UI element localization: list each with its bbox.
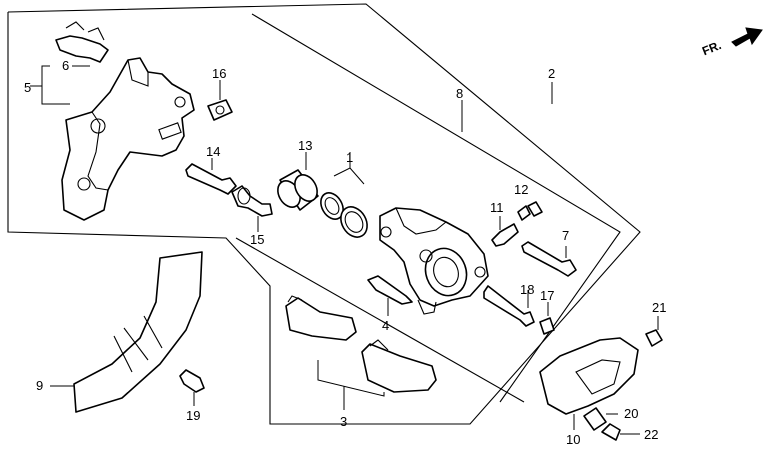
assembly-outline-2 <box>7 3 641 425</box>
callout-21: 21 <box>652 300 666 315</box>
part-bleeder-cap <box>207 80 233 121</box>
callout-3-bracket <box>317 360 385 410</box>
callout-13: 13 <box>298 138 312 153</box>
part-caliper-body <box>379 207 489 315</box>
part-caliper-guard <box>539 337 639 430</box>
callout-7: 7 <box>562 228 569 243</box>
callout-10: 10 <box>566 432 580 447</box>
callout-5-bracket <box>30 65 90 105</box>
assembly-outline-inner <box>235 237 525 403</box>
callout-22: 22 <box>644 427 658 442</box>
callout-18: 18 <box>520 282 534 297</box>
part-pin-7 <box>521 241 577 277</box>
callout-8: 8 <box>456 86 463 101</box>
part-small-bolt-12 <box>517 201 543 221</box>
assembly-outline-8 <box>251 13 621 403</box>
part-bolt-19 <box>179 369 205 406</box>
callout-1: 1 <box>346 150 353 165</box>
part-pad-spring <box>367 275 413 316</box>
part-piston-seals <box>320 152 368 238</box>
part-brake-pad-outer <box>361 339 437 393</box>
callout-9: 9 <box>36 378 43 393</box>
part-bolt-21 <box>645 316 663 347</box>
callout-4: 4 <box>382 318 389 333</box>
callout-15: 15 <box>250 232 264 247</box>
part-piston <box>277 152 319 211</box>
part-bleeder-valve <box>491 216 519 247</box>
part-pad-pin-18 <box>483 285 535 327</box>
part-caliper-bracket <box>61 57 195 221</box>
callout-14: 14 <box>206 144 220 159</box>
callout-5: 5 <box>24 80 31 95</box>
callout-16: 16 <box>212 66 226 81</box>
callout-2: 2 <box>548 66 555 81</box>
front-direction-label: FR. <box>700 38 723 58</box>
callout-11: 11 <box>490 200 504 215</box>
front-arrow-icon <box>731 27 763 47</box>
callout-6: 6 <box>62 58 69 73</box>
part-pin-bolt-14 <box>185 158 237 195</box>
callout-12: 12 <box>514 182 528 197</box>
part-collar-20 <box>583 407 618 431</box>
part-brake-pad-inner <box>285 295 357 341</box>
part-pin-bolt-15 <box>231 185 273 232</box>
part-pad-retainer-clip <box>55 21 109 63</box>
part-disc-guard <box>50 251 203 413</box>
callout-17: 17 <box>540 288 554 303</box>
part-plug-17 <box>539 302 555 335</box>
front-direction-indicator: FR. <box>700 27 763 58</box>
callout-3: 3 <box>340 414 347 429</box>
callout-20: 20 <box>624 406 638 421</box>
part-bolt-22 <box>601 423 640 441</box>
callout-19: 19 <box>186 408 200 423</box>
